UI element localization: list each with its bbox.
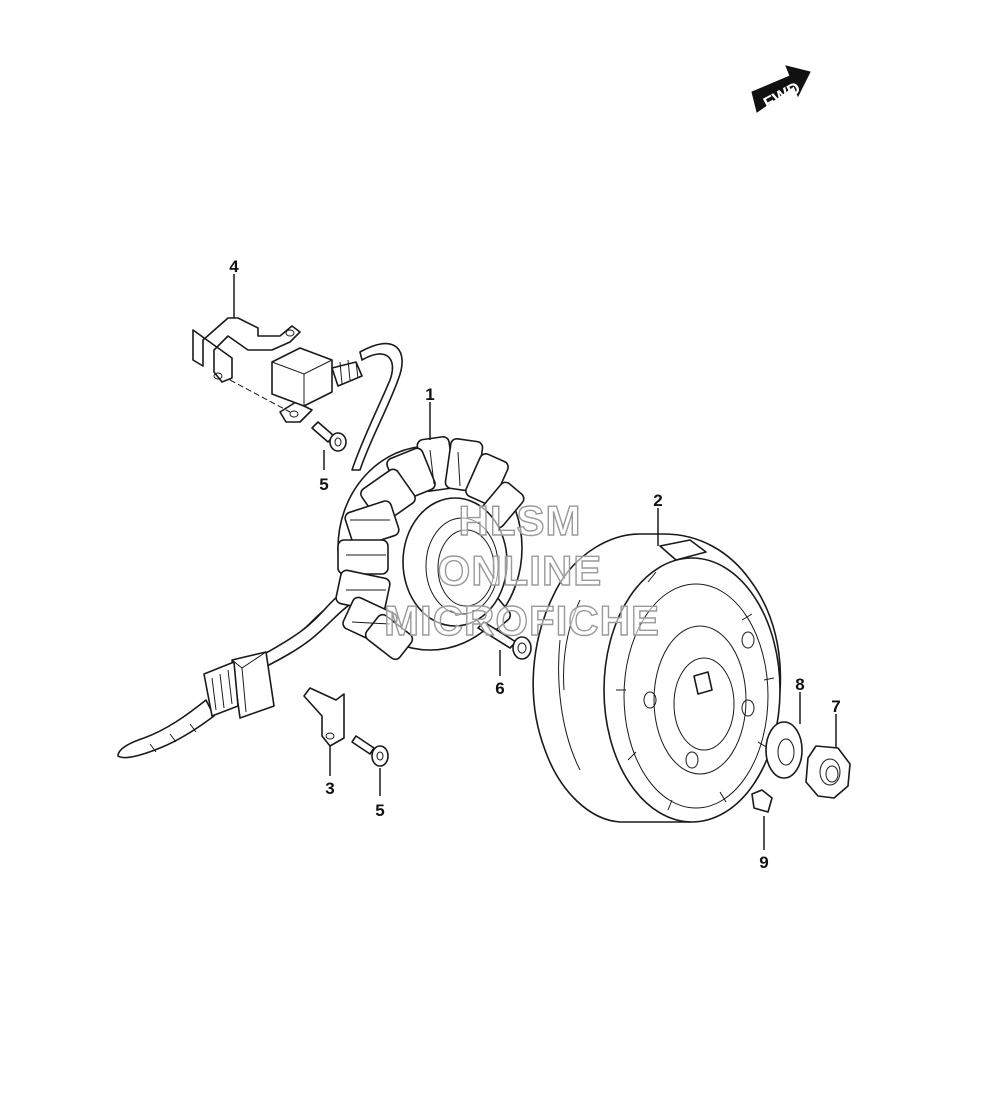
- callout-5-lower[interactable]: 5: [375, 801, 384, 820]
- leader-lines: [233, 274, 837, 850]
- watermark: HLSM ONLINE MICROFICHE: [383, 496, 660, 644]
- stator-bolt-part[interactable]: [477, 621, 532, 660]
- key-part[interactable]: [751, 789, 773, 813]
- forward-arrow: FWD: [751, 65, 811, 113]
- watermark-line-2: ONLINE: [438, 547, 603, 594]
- callout-6[interactable]: 6: [495, 679, 504, 698]
- bracket-part[interactable]: [192, 317, 313, 423]
- watermark-line-3: MICROFICHE: [384, 597, 660, 644]
- callout-1[interactable]: 1: [425, 385, 434, 404]
- callout-7[interactable]: 7: [831, 697, 840, 716]
- washer-part[interactable]: [765, 721, 803, 779]
- callout-5-upper[interactable]: 5: [319, 475, 328, 494]
- wiring-harness: [117, 342, 403, 759]
- watermark-line-1: HLSM: [459, 497, 582, 544]
- bracket-bolt-part[interactable]: [311, 421, 347, 452]
- clamp-part[interactable]: [303, 687, 345, 747]
- callout-9[interactable]: 9: [759, 853, 768, 872]
- rotor-part[interactable]: [532, 533, 782, 823]
- clamp-bolt-part[interactable]: [351, 735, 389, 767]
- forward-direction-arrow-icon: [751, 65, 811, 113]
- rotor-nut-part[interactable]: [805, 745, 851, 799]
- callout-4[interactable]: 4: [229, 257, 239, 276]
- callouts: 1 2 3 4 5 5 6 7 8 9: [229, 257, 840, 872]
- callout-8[interactable]: 8: [795, 675, 804, 694]
- stator-part[interactable]: [335, 436, 526, 662]
- lower-connector: [203, 651, 275, 719]
- upper-connector: [271, 347, 363, 407]
- callout-2[interactable]: 2: [653, 491, 662, 510]
- callout-3[interactable]: 3: [325, 779, 334, 798]
